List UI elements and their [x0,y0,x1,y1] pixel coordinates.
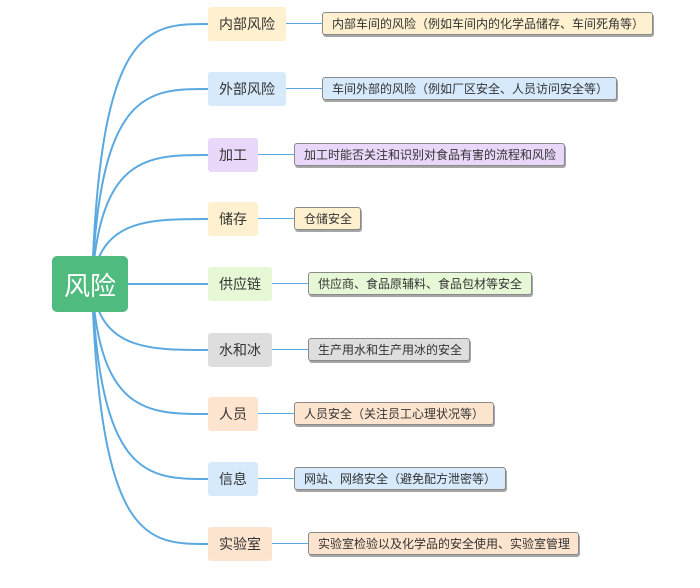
root-node-risk[interactable]: 风险 [52,256,128,312]
category-water-and-ice[interactable]: 水和冰 [208,333,272,367]
category-laboratory[interactable]: 实验室 [208,527,272,561]
connector-root-internal [91,23,209,285]
leaf-external-risk-detail[interactable]: 车间外部的风险（例如厂区安全、人员访问安全等） [322,77,617,100]
leaf-storage-detail[interactable]: 仓储安全 [294,207,361,230]
leaf-text: 加工时能否关注和识别对食品有害的流程和风险 [304,148,557,162]
leaf-internal-risk-detail[interactable]: 内部车间的风险（例如车间内的化学品储存、车间死角等） [322,12,653,35]
leaf-processing-detail[interactable]: 加工时能否关注和识别对食品有害的流程和风险 [294,143,565,166]
category-label: 储存 [219,212,247,228]
category-processing[interactable]: 加工 [208,138,258,172]
category-information[interactable]: 信息 [208,462,258,496]
connector-root-personnel [91,283,209,415]
root-label: 风险 [63,271,116,302]
category-label: 内部风险 [219,17,275,33]
leaf-text: 供应商、食品原辅料、食品包材等安全 [318,277,523,291]
leaf-information-detail[interactable]: 网站、网络安全（避免配方泄密等） [294,467,506,490]
leaf-personnel-detail[interactable]: 人员安全（关注员工心理状况等） [294,402,494,425]
category-label: 实验室 [219,537,261,553]
category-storage[interactable]: 储存 [208,202,258,236]
category-personnel[interactable]: 人员 [208,397,258,431]
leaf-laboratory-detail[interactable]: 实验室检验以及化学品的安全使用、实验室管理 [308,532,579,555]
category-label: 水和冰 [219,343,261,359]
leaf-text: 生产用水和生产用冰的安全 [318,343,463,357]
category-label: 供应链 [219,277,261,293]
category-label: 人员 [219,407,247,423]
leaf-text: 内部车间的风险（例如车间内的化学品储存、车间死角等） [332,17,645,31]
leaf-text: 实验室检验以及化学品的安全使用、实验室管理 [318,537,571,551]
connector-root-laboratory [91,283,209,545]
category-external-risk[interactable]: 外部风险 [208,72,286,106]
connector-root-external [91,88,209,285]
connector-root-information [91,283,209,480]
category-internal-risk[interactable]: 内部风险 [208,7,286,41]
category-label: 加工 [219,148,247,164]
leaf-text: 人员安全（关注员工心理状况等） [304,407,485,421]
leaf-text: 车间外部的风险（例如厂区安全、人员访问安全等） [332,82,609,96]
leaf-supply-chain-detail[interactable]: 供应商、食品原辅料、食品包材等安全 [308,272,532,295]
category-label: 信息 [219,472,247,488]
category-supply-chain[interactable]: 供应链 [208,267,272,301]
leaf-water-and-ice-detail[interactable]: 生产用水和生产用冰的安全 [308,338,470,361]
leaf-text: 网站、网络安全（避免配方泄密等） [304,472,497,486]
leaf-text: 仓储安全 [304,212,353,226]
connector-root-processing [91,154,209,285]
category-label: 外部风险 [219,82,275,98]
